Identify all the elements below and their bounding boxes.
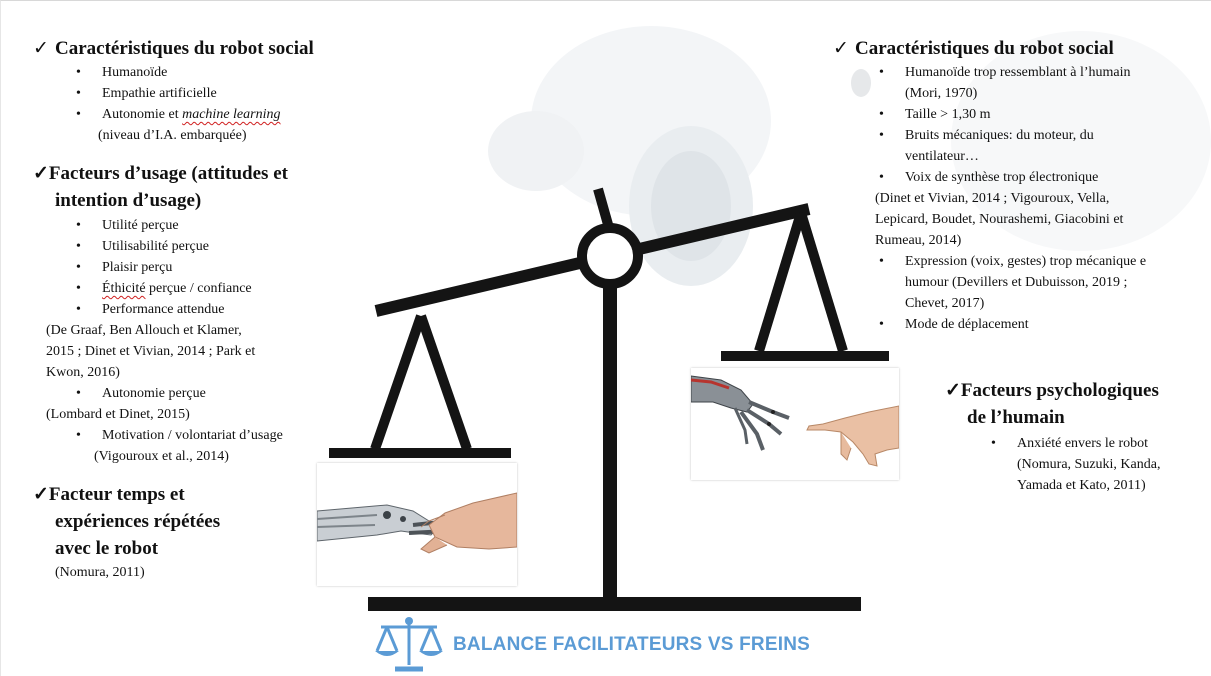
citation: Yamada et Kato, 2011) [1017,478,1146,493]
right-psych-list: •Anxiété envers le robot (Nomura, Suzuki… [945,433,1211,496]
citation: (Dinet et Vivian, 2014 ; Vigouroux, Vell… [875,191,1124,248]
list-item: •Autonomie et machine learning [76,104,393,125]
left-usage-list-3: •Motivation / volontariat d’usage [33,425,393,446]
balance-scale-icon [375,617,443,672]
left-robot-list: •Humanoïde •Empathie artificielle •Auton… [33,62,393,146]
left-column-facilitators: ✓Caractéristiques du robot social •Human… [33,37,393,583]
right-section-title-psych: ✓Facteurs psychologiques de l’humain [945,380,1159,428]
check-icon: ✓ [945,380,961,401]
list-item: •Autonomie perçue [76,383,393,404]
slide-title: BALANCE FACILITATEURS VS FREINS [453,634,811,655]
list-item: •Taille > 1,30 m [879,104,1211,125]
right-robot-list: •Humanoïde trop ressemblant à l’humain(M… [833,62,1211,188]
bullet-icon: • [76,86,81,101]
bullet-icon: • [879,254,884,269]
check-icon: ✓ [33,163,49,184]
citation: (Vigouroux et al., 2014) [94,449,229,464]
list-item: •Éthicité perçue / confiance [76,278,393,299]
check-icon: ✓ [33,38,49,59]
left-section-title-usage: ✓Facteurs d’usage (attitudes et intentio… [33,163,288,211]
list-item: •Mode de déplacement [879,314,1211,335]
right-column-obstacles: ✓Caractéristiques du robot social •Human… [833,37,1211,335]
list-item: •Utilisabilité perçue [76,236,393,257]
list-item: •Plaisir perçu [76,257,393,278]
list-item: •Voix de synthèse trop électronique [879,167,1211,188]
bullet-icon: • [76,107,81,122]
citation: (Nomura, 2011) [55,565,145,580]
bullet-icon: • [879,65,884,80]
bullet-icon: • [76,281,81,296]
bullet-icon: • [879,317,884,332]
left-section-title-time: ✓Facteur temps et expériences répétées a… [33,484,221,559]
list-item: •Humanoïde trop ressemblant à l’humain(M… [879,62,1211,104]
bullet-icon: • [879,128,884,143]
check-icon: ✓ [33,484,49,505]
right-column-psychological: ✓Facteurs psychologiques de l’humain •An… [945,377,1211,496]
citation: (De Graaf, Ben Allouch et Klamer, 2015 ;… [46,323,256,380]
bullet-icon: • [76,218,81,233]
list-item: •Motivation / volontariat d’usage [76,425,393,446]
scale-top-knob [593,187,614,230]
left-section-title-robot: ✓Caractéristiques du robot social [33,38,314,59]
note-text: (niveau d’I.A. embarquée) [98,128,247,143]
citation: (Nomura, Suzuki, Kanda, [1017,457,1161,472]
bullet-icon: • [76,65,81,80]
list-item: •Expression (voix, gestes) trop mécaniqu… [879,251,1211,314]
bullet-icon: • [76,386,81,401]
check-icon: ✓ [833,38,849,59]
scale-pivot [577,223,643,289]
left-usage-list: •Utilité perçue •Utilisabilité perçue •P… [33,215,393,320]
list-item: •Performance attendue [76,299,393,320]
bullet-icon: • [76,239,81,254]
bullet-icon: • [991,436,996,451]
right-section-title-robot: ✓Caractéristiques du robot social [833,38,1114,59]
bullet-icon: • [76,302,81,317]
bullet-icon: • [76,428,81,443]
bullet-icon: • [879,170,884,185]
list-item: •Utilité perçue [76,215,393,236]
bullet-icon: • [879,107,884,122]
handshake-image [317,463,517,586]
left-usage-list-2: •Autonomie perçue [33,383,393,404]
right-robot-list-2: •Expression (voix, gestes) trop mécaniqu… [833,251,1211,335]
bullet-icon: • [76,260,81,275]
list-item: •Humanoïde [76,62,393,83]
reaching-hands-image [691,368,899,480]
list-item: •Empathie artificielle [76,83,393,104]
citation: (Lombard et Dinet, 2015) [46,407,190,422]
list-item: •Anxiété envers le robot [991,433,1211,454]
